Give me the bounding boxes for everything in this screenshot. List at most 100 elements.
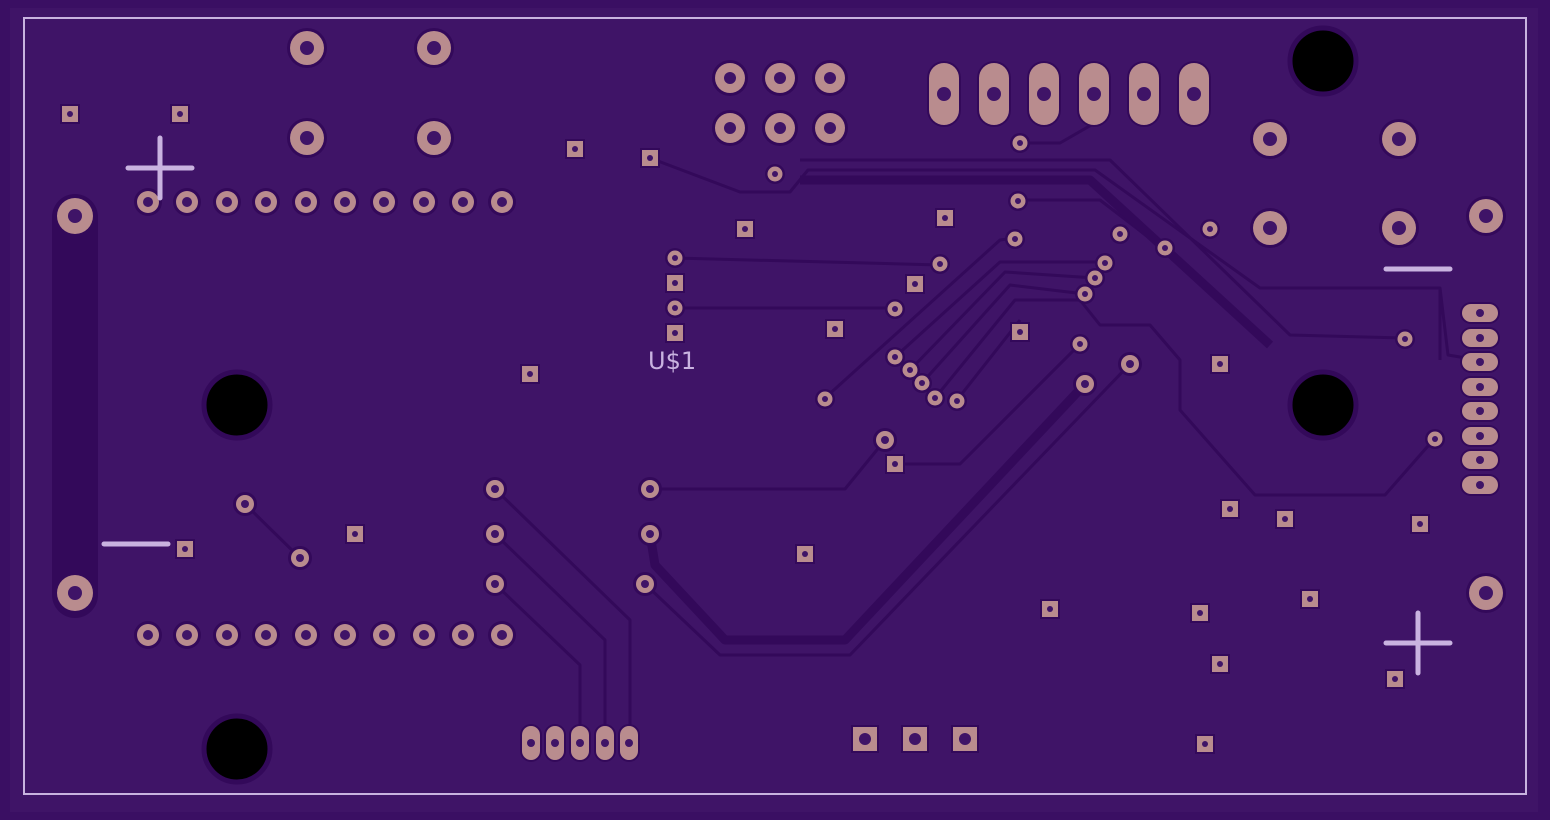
pad-drill [340, 197, 350, 207]
pad-drill [601, 739, 609, 747]
pad-drill [551, 739, 559, 747]
pad-drill [672, 330, 678, 336]
pad-drill [67, 111, 73, 117]
pad-drill [68, 209, 82, 223]
via-drill [822, 396, 828, 402]
pad-drill [672, 280, 678, 286]
pad-drill [419, 197, 429, 207]
pad-drill [427, 131, 441, 145]
via-drill [1092, 275, 1098, 281]
via-drill [672, 255, 678, 261]
pad-drill [881, 436, 889, 444]
board-outline [23, 17, 1527, 795]
pad-drill [68, 586, 82, 600]
pad-drill [1263, 221, 1277, 235]
pad-drill [143, 630, 153, 640]
mounting-hole [201, 369, 273, 441]
pad-drill [182, 630, 192, 640]
pad-drill [724, 72, 736, 84]
silkscreen-marks [101, 135, 1453, 676]
pad-drill [1476, 432, 1484, 440]
via-drill [1102, 260, 1108, 266]
pad-drill [182, 546, 188, 552]
mounting-holes [201, 25, 1359, 785]
via-drill [1082, 291, 1088, 297]
pad-drill [909, 733, 921, 745]
mounting-hole [1287, 25, 1359, 97]
via-drill [1432, 436, 1438, 442]
via-drill [919, 380, 925, 386]
pad-drill [300, 41, 314, 55]
pad-drill [1217, 661, 1223, 667]
trace [650, 439, 887, 491]
pad-drill [241, 500, 249, 508]
pad-drill [942, 215, 948, 221]
pad-drill [1081, 380, 1089, 388]
pad-drill [1202, 741, 1208, 747]
pad-drill [458, 197, 468, 207]
pad-drill [724, 122, 736, 134]
pad-drill [774, 122, 786, 134]
pad-drill [222, 197, 232, 207]
pad-drill [222, 630, 232, 640]
trace [493, 487, 632, 742]
trace [643, 362, 1132, 657]
pad-drill [1217, 361, 1223, 367]
pad-drill [1307, 596, 1313, 602]
trace [649, 156, 1479, 362]
via-drill [672, 305, 678, 311]
mounting-hole [201, 713, 273, 785]
pad-drill [1263, 132, 1277, 146]
pad-drill [1479, 586, 1493, 600]
pad-drill [143, 197, 153, 207]
via-drill [1207, 226, 1213, 232]
pad-drill [1137, 87, 1151, 101]
pad-drill [646, 530, 654, 538]
pad-drill [987, 87, 1001, 101]
pad-drill [912, 281, 918, 287]
pad-drill [1476, 481, 1484, 489]
pad-drill [859, 733, 871, 745]
pad-drill [1476, 456, 1484, 464]
trace [955, 319, 1022, 401]
via-drill [907, 367, 913, 373]
pad-drill [379, 630, 389, 640]
pad-drill [352, 531, 358, 537]
pad-drill [892, 461, 898, 467]
pad-drill [458, 630, 468, 640]
oval-pads [520, 61, 1500, 762]
pad-drill [774, 72, 786, 84]
pad-drill [1476, 383, 1484, 391]
pad-drill [1392, 221, 1406, 235]
pad-drill [379, 197, 389, 207]
pad-drill [1037, 87, 1051, 101]
power-trace [800, 175, 1274, 349]
pad-drill [1417, 521, 1423, 527]
trace [1020, 118, 1101, 145]
pad-drill [427, 41, 441, 55]
pad-drill [1476, 334, 1484, 342]
pad-drill [1227, 506, 1233, 512]
via-drill [1015, 198, 1021, 204]
pad-drill [1197, 610, 1203, 616]
component-label: U$1 [648, 347, 696, 375]
via-drill [1117, 231, 1123, 237]
trace [243, 502, 302, 560]
slot-connector [52, 194, 98, 618]
via-drill [1162, 245, 1168, 251]
pad-drill [1126, 360, 1134, 368]
pad-drill [340, 630, 350, 640]
pad-drill [824, 72, 836, 84]
pad-drill [261, 630, 271, 640]
power-trace [645, 380, 1089, 645]
traces [243, 118, 1479, 742]
pad-drill [824, 122, 836, 134]
pad-drill [1087, 87, 1101, 101]
pad-drill [1476, 407, 1484, 415]
trace [800, 158, 1406, 340]
pad-drill [959, 733, 971, 745]
pad-drill [1476, 358, 1484, 366]
pad-drill [1017, 329, 1023, 335]
